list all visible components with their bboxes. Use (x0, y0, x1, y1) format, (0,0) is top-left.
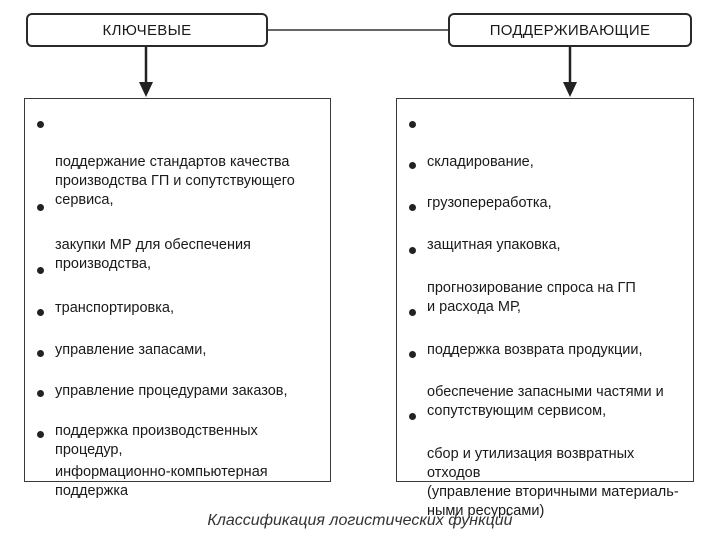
bullet-icon (409, 121, 416, 128)
list-item: поддержка производственных процедур, (25, 384, 324, 460)
list-item-text: закупки МР для обеспечения производства, (55, 237, 251, 272)
list-item-text: сбор и утилизация возвратных отходов (уп… (427, 446, 679, 519)
right-arrow-head (563, 82, 577, 97)
list-item-text: поддержание стандартов качества производ… (55, 154, 295, 208)
list-item-text: поддержка производственных процедур, (55, 423, 258, 458)
list-item: управление запасами, (25, 303, 324, 360)
bullet-icon (37, 390, 44, 397)
list-item: сбор и утилизация возвратных отходов (уп… (397, 407, 687, 521)
list-item-text: управление процедурами заказов, (55, 383, 288, 399)
bullet-icon (409, 204, 416, 211)
list-item-text: прогнозирование спроса на ГП и расхода М… (427, 280, 636, 315)
header-supporting-functions-label: ПОДДЕРЖИВАЮЩИЕ (489, 21, 651, 39)
list-item: прогнозирование спроса на ГП и расхода М… (397, 241, 687, 317)
list-item: управление процедурами заказов, (25, 344, 324, 401)
bullet-icon (37, 204, 44, 211)
list-item-text: поддержка возврата продукции, (427, 342, 643, 358)
bullet-icon (409, 247, 416, 254)
bullet-icon (37, 431, 44, 438)
list-item-text: обеспечение запасными частями и сопутств… (427, 384, 664, 419)
bullet-icon (409, 413, 416, 420)
supporting-functions-list: складирование, грузопереработка, защитна… (396, 98, 694, 519)
list-item: обеспечение запасными частями и сопутств… (397, 345, 687, 421)
bullet-icon (37, 350, 44, 357)
bullet-icon (409, 162, 416, 169)
header-key-functions: КЛЮЧЕВЫЕ (26, 13, 268, 47)
list-item: транспортировка, (25, 261, 324, 318)
key-functions-list: поддержание стандартов качества производ… (24, 98, 331, 499)
list-item-text: грузопереработка, (427, 195, 552, 211)
list-item: информационно-компьютерная поддержка (25, 425, 324, 501)
list-item: закупки МР для обеспечения производства, (25, 198, 324, 274)
list-item-text: складирование, (427, 154, 534, 170)
list-item: складирование, (397, 115, 687, 172)
list-item: поддержание стандартов качества производ… (25, 115, 324, 210)
list-item-text: управление запасами, (55, 342, 207, 358)
bullet-icon (37, 267, 44, 274)
bullet-icon (409, 309, 416, 316)
list-item-text: транспортировка, (55, 300, 175, 316)
list-item: защитная упаковка, (397, 198, 687, 255)
bullet-icon (37, 309, 44, 316)
header-supporting-functions: ПОДДЕРЖИВАЮЩИЕ (448, 13, 692, 47)
header-key-functions-label: КЛЮЧЕВЫЕ (102, 21, 192, 39)
bullet-icon (37, 121, 44, 128)
list-item-text: защитная упаковка, (427, 237, 561, 253)
list-item: грузопереработка, (397, 156, 687, 213)
figure-caption: Классификация логистических функций (207, 512, 513, 529)
list-item: поддержка возврата продукции, (397, 303, 687, 360)
left-arrow-head (139, 82, 153, 97)
list-item-text: информационно-компьютерная поддержка (55, 464, 268, 499)
bullet-icon (409, 351, 416, 358)
